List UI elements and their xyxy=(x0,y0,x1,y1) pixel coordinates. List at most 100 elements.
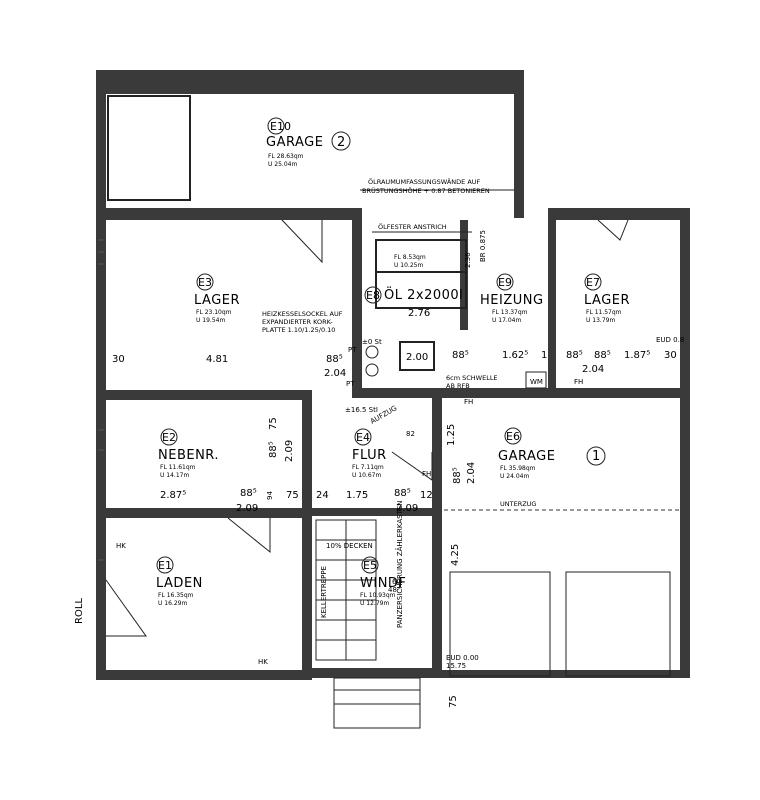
fh-label: FH xyxy=(422,470,431,478)
room-area: FL 13.37qm xyxy=(492,309,528,316)
schwelle-note: AB RFB xyxy=(446,382,470,390)
room-perimeter: U 14.17m xyxy=(160,472,189,479)
dim-label: 88⁵ xyxy=(240,488,257,499)
room-name: LAGER xyxy=(584,293,630,308)
dim-label: 60 xyxy=(392,578,401,586)
dim-label: 1 xyxy=(541,350,547,361)
dim-label: 88⁵ xyxy=(452,350,469,361)
room-e8: FL 8.53qm U 10.25m E8 ÖL 2x2000l xyxy=(366,254,463,303)
dim-label: 2.09 xyxy=(236,503,258,514)
dim-label: 88⁵ xyxy=(326,354,343,365)
room-perimeter: U 12.79m xyxy=(360,600,389,607)
eud-label: EUD 0.8 xyxy=(656,336,684,344)
room-area: FL 8.53qm xyxy=(394,254,426,261)
notes: ÖLRAUMUMFASSUNGSWÄNDE AUF BRÜSTUNGSHÖHE … xyxy=(74,177,684,670)
dim-label: 2.87⁵ xyxy=(160,490,186,501)
room-code: E9 xyxy=(498,276,512,289)
dim-label: 88⁵ xyxy=(268,441,279,458)
room-code: E1 xyxy=(158,559,172,572)
room-e2: E2 NEBENR. FL 11.61qm U 14.17m xyxy=(158,431,219,479)
room-area: FL 23.10qm xyxy=(196,309,232,316)
walls xyxy=(96,70,690,680)
dim-label: 2.36 xyxy=(464,252,472,268)
room-perimeter: U 25.04m xyxy=(268,161,297,168)
oelraum-note: ÖLRAUMUMFASSUNGSWÄNDE AUF xyxy=(368,177,481,186)
room-area: FL 11.57qm xyxy=(586,309,622,316)
stair-label: KELLERTREPPE xyxy=(320,566,328,618)
room-code: E4 xyxy=(356,431,370,444)
heizkessel-note: HEIZKESSELSOCKEL AUF xyxy=(262,310,343,318)
heizkessel-note: EXPANDIERTER KORK- xyxy=(262,318,333,326)
room-name: LAGER xyxy=(194,293,240,308)
elevation-label: ±0 St xyxy=(362,338,382,346)
room-perimeter: U 16.29m xyxy=(158,600,187,607)
room-e1: E1 LADEN FL 16.35qm U 16.29m xyxy=(156,559,203,607)
fh-label: FH xyxy=(574,378,583,386)
room-name: HEIZUNG xyxy=(480,293,544,308)
room-area: FL 10.93qm xyxy=(360,592,396,599)
dim-label: 4.25 xyxy=(450,544,461,566)
room-number: 1 xyxy=(592,449,601,464)
pt-label: PT xyxy=(346,380,355,388)
room-code: E2 xyxy=(162,431,176,444)
room-e4: E4 FLUR FL 7.11qm U 10.67m xyxy=(352,431,387,479)
dim-label: 2.04 xyxy=(324,368,346,379)
room-area: FL 16.35qm xyxy=(158,592,194,599)
oelfester-note: ÖLFESTER ANSTRICH xyxy=(378,222,447,231)
room-name: WINDF xyxy=(360,576,406,591)
dim-label: 75 xyxy=(268,417,279,430)
room-code: E7 xyxy=(586,276,600,289)
room-name: GARAGE xyxy=(266,135,323,150)
heizkessel-note: PLATTE 1.10/1.25/0.10 xyxy=(262,326,335,334)
room-perimeter: U 17.04m xyxy=(492,317,521,324)
room-area: FL 11.61qm xyxy=(160,464,196,471)
dim-label: 48⁵ xyxy=(388,586,400,594)
dim-label: 30 xyxy=(664,350,677,361)
dim-label: 88⁵ xyxy=(394,488,411,499)
br-label: BR 0.875 xyxy=(479,230,487,262)
room-name: FLUR xyxy=(352,448,387,463)
dim-label: 75 xyxy=(286,490,299,501)
dim-label: 2.09 xyxy=(284,440,295,462)
dim-label: 2.09 xyxy=(396,503,418,514)
room-code: E10 xyxy=(270,120,291,133)
room-e3: E3 LAGER FL 23.10qm U 19.54m xyxy=(194,276,240,324)
dim-label: 2.04 xyxy=(582,364,604,375)
room-area: FL 7.11qm xyxy=(352,464,384,471)
dim-label: 4.81 xyxy=(206,354,228,365)
oelraum-note: BRÜSTUNGSHÖHE + 0.87 BETONIEREN xyxy=(362,186,490,195)
unterzug-note: UNTERZUG xyxy=(500,500,536,508)
room-perimeter: U 19.54m xyxy=(196,317,225,324)
room-name: NEBENR. xyxy=(158,448,219,463)
depth-label: 15.75 xyxy=(446,662,466,670)
wm-label: WM xyxy=(530,378,543,386)
room-number: 2 xyxy=(337,135,346,150)
dim-label: 1.25 xyxy=(446,424,457,446)
eud-label: EUD 0.00 xyxy=(446,654,479,662)
room-code: E5 xyxy=(363,559,377,572)
room-e5: E5 WINDF FL 10.93qm U 12.79m xyxy=(360,559,406,607)
room-perimeter: U 10.67m xyxy=(352,472,381,479)
room-name: GARAGE xyxy=(498,449,555,464)
schwelle-note: 6cm SCHWELLE xyxy=(446,374,498,382)
dim-label: 30 xyxy=(112,354,125,365)
dim-label: 24 xyxy=(316,490,329,501)
room-e7: E7 LAGER FL 11.57qm U 13.79m xyxy=(584,276,630,324)
room-name: LADEN xyxy=(156,576,203,591)
room-code: E3 xyxy=(198,276,212,289)
fh-label: FH xyxy=(464,398,473,406)
room-area: FL 28.63qm xyxy=(268,153,304,160)
dimensions: 30 4.81 88⁵ 2.04 2.00 88⁵ 1.62⁵ 1 88⁵ 88… xyxy=(112,252,677,708)
dim-label: 12 xyxy=(420,490,433,501)
room-area: FL 35.98qm xyxy=(500,465,536,472)
roll-label: ROLL xyxy=(74,598,85,624)
room-name: ÖL 2x2000l xyxy=(384,286,463,303)
room-perimeter: U 13.79m xyxy=(586,317,615,324)
details xyxy=(98,95,680,729)
dim-label: 94 xyxy=(266,491,274,500)
room-perimeter: U 24.04m xyxy=(500,473,529,480)
room-perimeter: U 10.25m xyxy=(394,262,423,269)
dim-label: 82 xyxy=(406,430,415,438)
elevation-label: ±16.5 StI xyxy=(345,406,378,414)
